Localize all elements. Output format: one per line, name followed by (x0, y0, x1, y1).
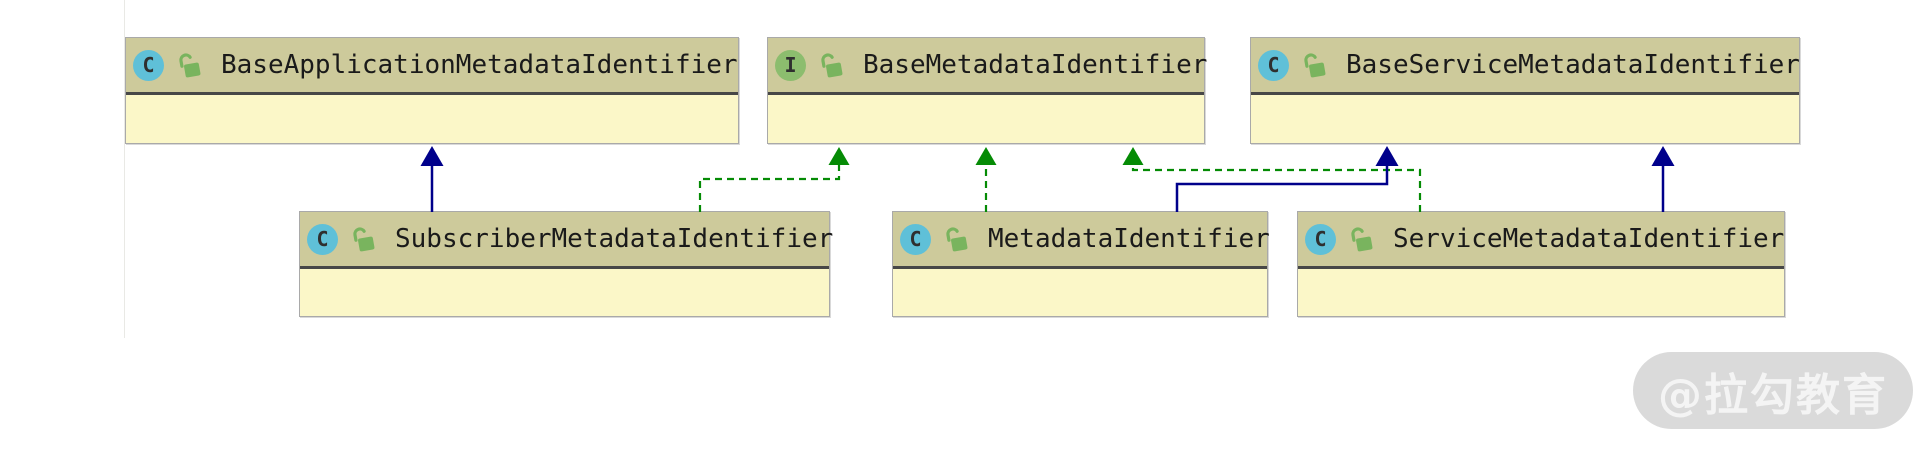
class-header: C ServiceMetadataIdentifier (1298, 212, 1784, 269)
unlock-icon (1304, 53, 1326, 78)
extends-arrowhead-icon (1375, 146, 1399, 166)
edge-extends-metadata-identifier-to-base-service-metadata-identifier[interactable] (1175, 146, 1399, 212)
class-members-compartment (126, 95, 738, 142)
class-members-compartment (300, 269, 829, 316)
edge-extends-subscriber-metadata-identifier-to-base-application-metadata-identifier[interactable] (420, 146, 444, 212)
class-name-label: ServiceMetadataIdentifier (1393, 224, 1785, 254)
unlock-icon (1351, 227, 1373, 252)
class-box-metadata-identifier[interactable]: C MetadataIdentifier (892, 211, 1270, 317)
implements-arrowhead-icon (828, 147, 850, 165)
edge-implements-service-metadata-identifier-to-base-metadata-identifier[interactable] (1122, 147, 1422, 212)
unlock-icon (821, 53, 843, 78)
unlock-icon (946, 227, 968, 252)
class-header: C BaseApplicationMetadataIdentifier (126, 38, 738, 95)
class-members-compartment (1298, 269, 1784, 316)
implements-arrowhead-icon (975, 147, 997, 165)
watermark-badge: @拉勾教育 (1633, 352, 1913, 429)
implements-arrowhead-icon (1122, 147, 1144, 165)
extends-arrowhead-icon (1651, 146, 1675, 166)
class-box-base-service-metadata-identifier[interactable]: C BaseServiceMetadataIdentifier (1250, 37, 1800, 144)
class-header: I BaseMetadataIdentifier (768, 38, 1208, 95)
interface-icon: I (775, 49, 806, 81)
class-icon: C (1305, 223, 1336, 255)
class-header: C BaseServiceMetadataIdentifier (1251, 38, 1800, 95)
class-members-compartment (768, 95, 1204, 142)
unlock-icon (353, 227, 375, 252)
class-box-base-metadata-identifier[interactable]: I BaseMetadataIdentifier (767, 37, 1208, 144)
class-name-label: MetadataIdentifier (988, 224, 1270, 254)
unlock-icon (179, 53, 201, 78)
class-header: C SubscriberMetadataIdentifier (300, 212, 833, 269)
class-icon: C (307, 223, 338, 255)
class-box-subscriber-metadata-identifier[interactable]: C SubscriberMetadataIdentifier (299, 211, 833, 317)
class-name-label: BaseMetadataIdentifier (863, 50, 1208, 80)
edge-implements-subscriber-metadata-identifier-to-base-metadata-identifier[interactable] (698, 147, 850, 212)
class-members-compartment (1251, 95, 1799, 142)
class-icon: C (900, 223, 931, 255)
class-header: C MetadataIdentifier (893, 212, 1270, 269)
class-icon: C (1258, 49, 1289, 81)
canvas-page-edge (124, 0, 125, 338)
extends-arrowhead-icon (420, 146, 444, 166)
class-box-service-metadata-identifier[interactable]: C ServiceMetadataIdentifier (1297, 211, 1785, 317)
class-box-base-application-metadata-identifier[interactable]: C BaseApplicationMetadataIdentifier (125, 37, 739, 144)
edge-implements-metadata-identifier-to-base-metadata-identifier[interactable] (975, 147, 997, 212)
class-members-compartment (893, 269, 1267, 316)
edge-extends-service-metadata-identifier-to-base-service-metadata-identifier[interactable] (1651, 146, 1675, 212)
watermark-text: @拉勾教育 (1658, 369, 1888, 421)
class-name-label: BaseServiceMetadataIdentifier (1346, 50, 1800, 80)
class-icon: C (133, 49, 164, 81)
class-name-label: BaseApplicationMetadataIdentifier (221, 50, 738, 80)
class-name-label: SubscriberMetadataIdentifier (395, 224, 834, 254)
